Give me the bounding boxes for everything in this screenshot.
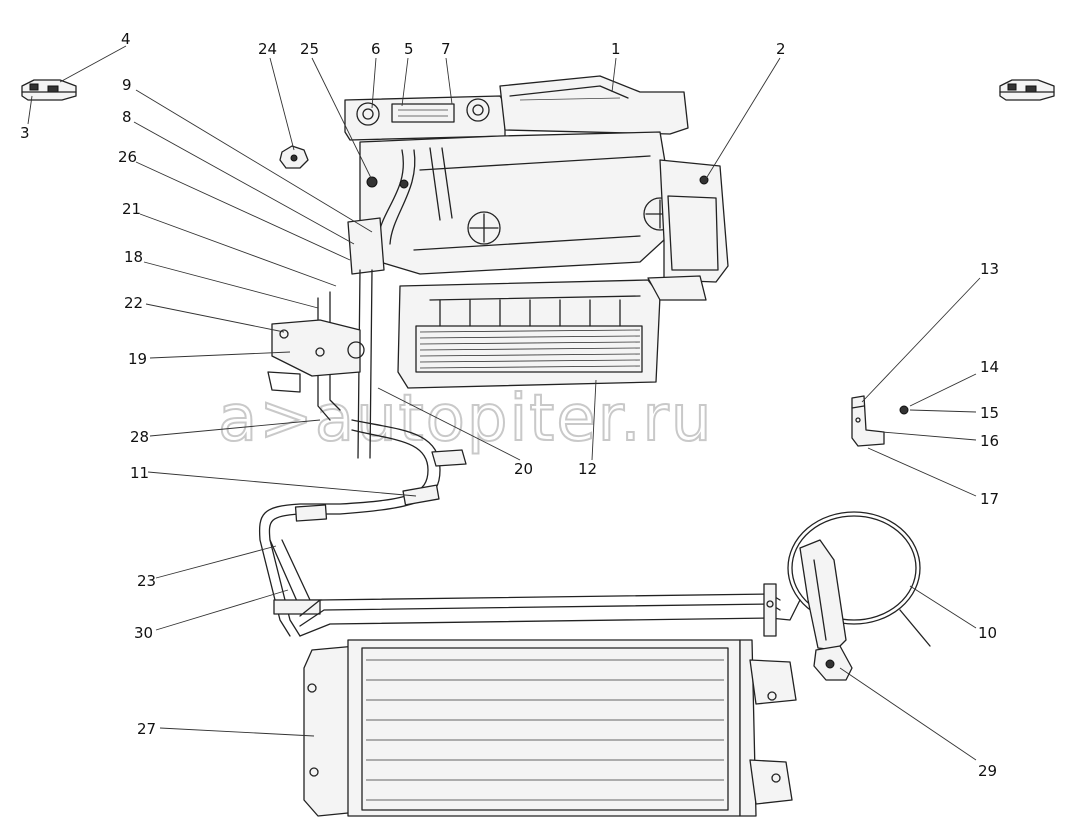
bracket-part-22	[267, 319, 365, 393]
callout-23: 23	[137, 572, 156, 590]
clip-part-right	[999, 79, 1055, 101]
callout-5: 5	[404, 40, 414, 58]
evaporator-fins	[419, 329, 641, 369]
callout-18: 18	[124, 248, 143, 266]
callout-27: 27	[137, 720, 156, 738]
clamp-ring-part-10	[787, 511, 931, 651]
callout-26: 26	[118, 148, 137, 166]
callout-10: 10	[978, 624, 997, 642]
callout-21: 21	[122, 200, 141, 218]
callout-29: 29	[978, 762, 997, 780]
bracket-part-16	[851, 395, 885, 447]
callout-19: 19	[128, 350, 147, 368]
liquid-lines	[299, 583, 801, 637]
ac-hoses	[258, 419, 467, 637]
callout-20: 20	[514, 460, 533, 478]
callout-17: 17	[980, 490, 999, 508]
callout-1: 1	[611, 40, 621, 58]
callout-28: 28	[130, 428, 149, 446]
condenser-fins	[366, 659, 724, 801]
callout-6: 6	[371, 40, 381, 58]
callout-8: 8	[122, 108, 132, 126]
callout-16: 16	[980, 432, 999, 450]
callout-9: 9	[122, 76, 132, 94]
callout-7: 7	[441, 40, 451, 58]
callout-25: 25	[300, 40, 319, 58]
callout-13: 13	[980, 260, 999, 278]
watermark: a>autopiter.ru	[218, 382, 713, 456]
callout-2: 2	[776, 40, 786, 58]
leader-lines	[27, 45, 981, 761]
callout-12: 12	[578, 460, 597, 478]
callout-15: 15	[980, 404, 999, 422]
callout-14: 14	[980, 358, 999, 376]
callout-4: 4	[121, 30, 131, 48]
callout-3: 3	[20, 124, 30, 142]
hvac-housing	[344, 75, 729, 389]
grommet-part-24	[279, 145, 309, 169]
callout-labels: 1 2 3 4 5 6 7 8 9 10 11 12 13 14 15 16 1…	[20, 30, 999, 780]
nut-part-14	[899, 405, 909, 415]
clip-part-4-left	[21, 79, 77, 101]
callout-11: 11	[130, 464, 149, 482]
condenser-part-27	[303, 639, 797, 817]
callout-22: 22	[124, 294, 143, 312]
callout-24: 24	[258, 40, 277, 58]
fitting-part-29	[813, 645, 853, 681]
callout-30: 30	[134, 624, 153, 642]
